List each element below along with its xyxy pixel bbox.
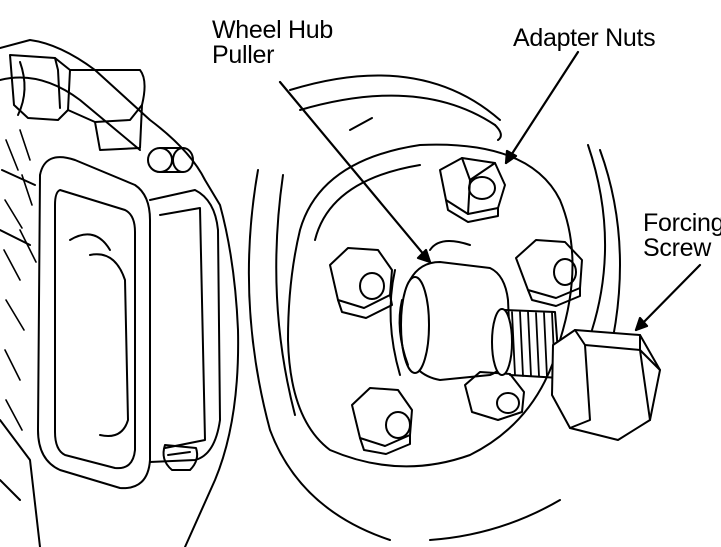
forcing-screw-label-line-2: Screw [643, 234, 711, 262]
leader-lines [278, 50, 702, 332]
adapter-nut-left [329, 247, 393, 319]
adapter-nut-right [515, 239, 583, 307]
hub-flange [287, 143, 574, 468]
puller-body [389, 240, 561, 381]
brake-rotor [247, 74, 621, 541]
forcing-screw-label: Forcing Screw [643, 211, 721, 261]
wheel-hub-puller-label-line-2: Puller [212, 41, 275, 69]
forcing-screw [551, 329, 661, 441]
adapter-nut-bottom-left [351, 387, 413, 455]
brake-caliper [0, 39, 240, 547]
adapter-nuts-label-text: Adapter Nuts [513, 24, 656, 52]
adapter-nut-top [439, 157, 506, 223]
adapter-nut-bottom-right [464, 371, 525, 421]
wheel-hub-puller-label-line-1: Wheel Hub [212, 16, 333, 44]
adapter-nuts-label: Adapter Nuts [513, 24, 656, 52]
forcing-screw-label-line-1: Forcing [643, 209, 721, 237]
wheel-hub-puller-label: Wheel Hub Puller [212, 18, 333, 68]
